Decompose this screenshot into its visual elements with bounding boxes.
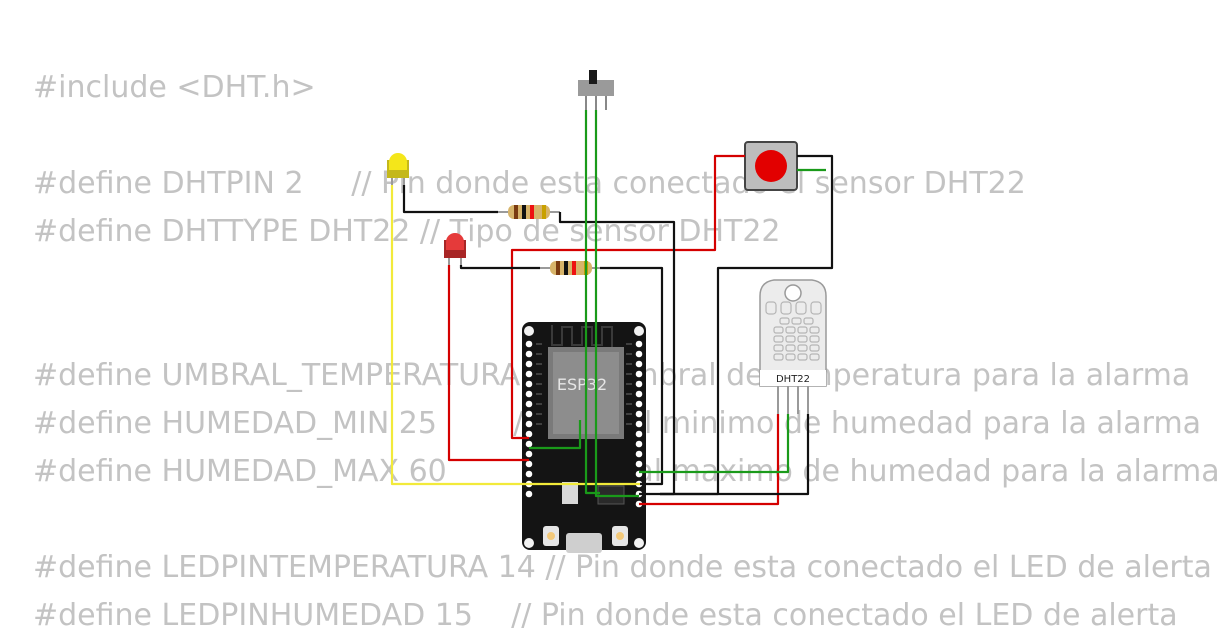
wire-yellow [390,185,600,486]
esp32-board[interactable]: ESP32 [522,322,646,553]
code-line: #define LEDPINHUMEDAD 15 // Pin donde es… [33,598,1178,633]
wire-red-dht [639,414,780,506]
resistor-2[interactable] [540,261,600,275]
code-line: #define DHTTYPE DHT22 // Tipo de sensor … [33,214,781,249]
resistor-1[interactable] [498,205,560,219]
yellow-led[interactable] [387,153,409,185]
wire-red-button [510,154,745,440]
dht22-sensor[interactable]: DHT22 [759,279,827,414]
esp32-label: ESP32 [557,375,607,394]
wire-black-led1 [402,185,498,214]
dht22-label: DHT22 [776,374,810,385]
circuit-diagram: ESP32 [387,70,834,553]
pin-header-right [635,340,643,508]
slide-switch[interactable] [578,70,614,110]
red-led[interactable] [444,233,466,265]
code-background: #include <DHT.h> #define DHTPIN 2 // Pin… [33,70,1220,633]
wire-green-dht [639,414,790,474]
code-line: #define LEDPINTEMPERATURA 14 // Pin dond… [33,550,1212,585]
push-button[interactable] [744,141,798,191]
pin-header-left [525,340,533,498]
wire-red-led [447,265,529,462]
code-line: #include <DHT.h> [33,70,316,105]
usb-port [566,533,602,553]
wire-black-led2 [459,265,540,270]
wires [390,110,834,506]
wire-black-r2 [600,266,664,486]
wire-green-switch2 [594,110,639,498]
wire-black-dht [660,414,810,496]
